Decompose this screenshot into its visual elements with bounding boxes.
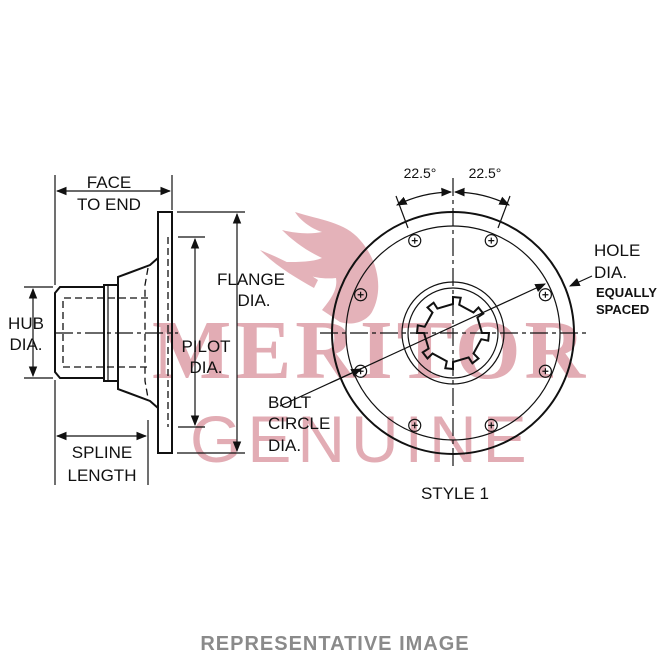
hole-note-2: SPACED bbox=[596, 302, 649, 317]
watermark-brand: MERITOR bbox=[152, 304, 589, 397]
side-view-labels: FACE TO END HUB DIA. FLANGE DIA. PILOT D… bbox=[8, 173, 285, 485]
hole-center-mark bbox=[411, 422, 418, 429]
flange-dia-label-2: DIA. bbox=[237, 291, 270, 310]
pilot-dia-label-1: PILOT bbox=[181, 337, 230, 356]
meritor-bird-logo bbox=[260, 212, 379, 324]
side-view bbox=[24, 175, 245, 485]
bolt-hole bbox=[538, 364, 552, 378]
face-to-end-label-2: TO END bbox=[77, 195, 141, 214]
front-view-labels: 22.5° 22.5° HOLE DIA. EQUALLY SPACED BOL… bbox=[268, 165, 657, 503]
bolt-hole bbox=[484, 418, 498, 432]
meritor-watermark: MERITOR GENUINE bbox=[152, 212, 589, 476]
bolt-hole bbox=[408, 234, 422, 248]
hole-center-mark bbox=[542, 368, 549, 375]
bolt-hole bbox=[484, 234, 498, 248]
hole-center-mark bbox=[542, 291, 549, 298]
bolt-hole bbox=[408, 418, 422, 432]
bolt-circle-label-1: BOLT bbox=[268, 393, 311, 412]
spline-length-label-1: SPLINE bbox=[72, 443, 132, 462]
hole-center-mark bbox=[411, 237, 418, 244]
bolt-circle-label-2: CIRCLE bbox=[268, 414, 330, 433]
hole-dia-label-1: HOLE bbox=[594, 241, 640, 260]
front-view bbox=[279, 178, 593, 470]
spline-length-label-2: LENGTH bbox=[68, 466, 137, 485]
pilot-dia-label-2: DIA. bbox=[189, 358, 222, 377]
flange-dia-label-1: FLANGE bbox=[217, 270, 285, 289]
hub-dia-label-2: DIA. bbox=[9, 335, 42, 354]
hole-dia-label-2: DIA. bbox=[594, 263, 627, 282]
style-label: STYLE 1 bbox=[421, 484, 489, 503]
hole-center-mark bbox=[488, 422, 495, 429]
spline-bore bbox=[415, 295, 491, 371]
representative-image-caption: REPRESENTATIVE IMAGE bbox=[200, 633, 469, 655]
bolt-hole bbox=[354, 288, 368, 302]
hole-center-mark bbox=[488, 237, 495, 244]
bolt-circle-label-3: DIA. bbox=[268, 436, 301, 455]
angle-right-label: 22.5° bbox=[469, 165, 502, 181]
hole-note-1: EQUALLY bbox=[596, 285, 657, 300]
hole-center-mark bbox=[357, 291, 364, 298]
face-to-end-label-1: FACE bbox=[87, 173, 131, 192]
hub-dia-label-1: HUB bbox=[8, 314, 44, 333]
angle-left-label: 22.5° bbox=[404, 165, 437, 181]
